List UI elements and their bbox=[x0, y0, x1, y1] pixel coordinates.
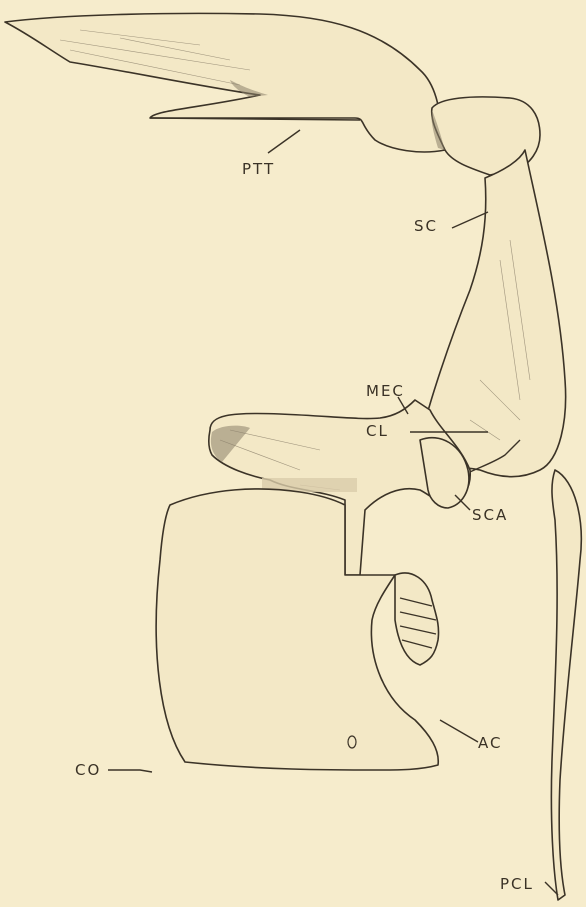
label-sc: SC bbox=[414, 217, 438, 235]
pterygoid-bone bbox=[5, 13, 445, 152]
label-cl: CL bbox=[366, 422, 389, 440]
label-pcl: PCL bbox=[500, 875, 534, 893]
label-mec: MEC bbox=[366, 382, 405, 400]
label-ptt: PTT bbox=[242, 160, 275, 178]
posterior-clavicle-process bbox=[551, 470, 581, 900]
label-co: CO bbox=[75, 761, 101, 779]
acromion-process bbox=[395, 573, 439, 665]
label-ac: AC bbox=[478, 734, 502, 752]
label-sca: SCA bbox=[472, 506, 508, 524]
